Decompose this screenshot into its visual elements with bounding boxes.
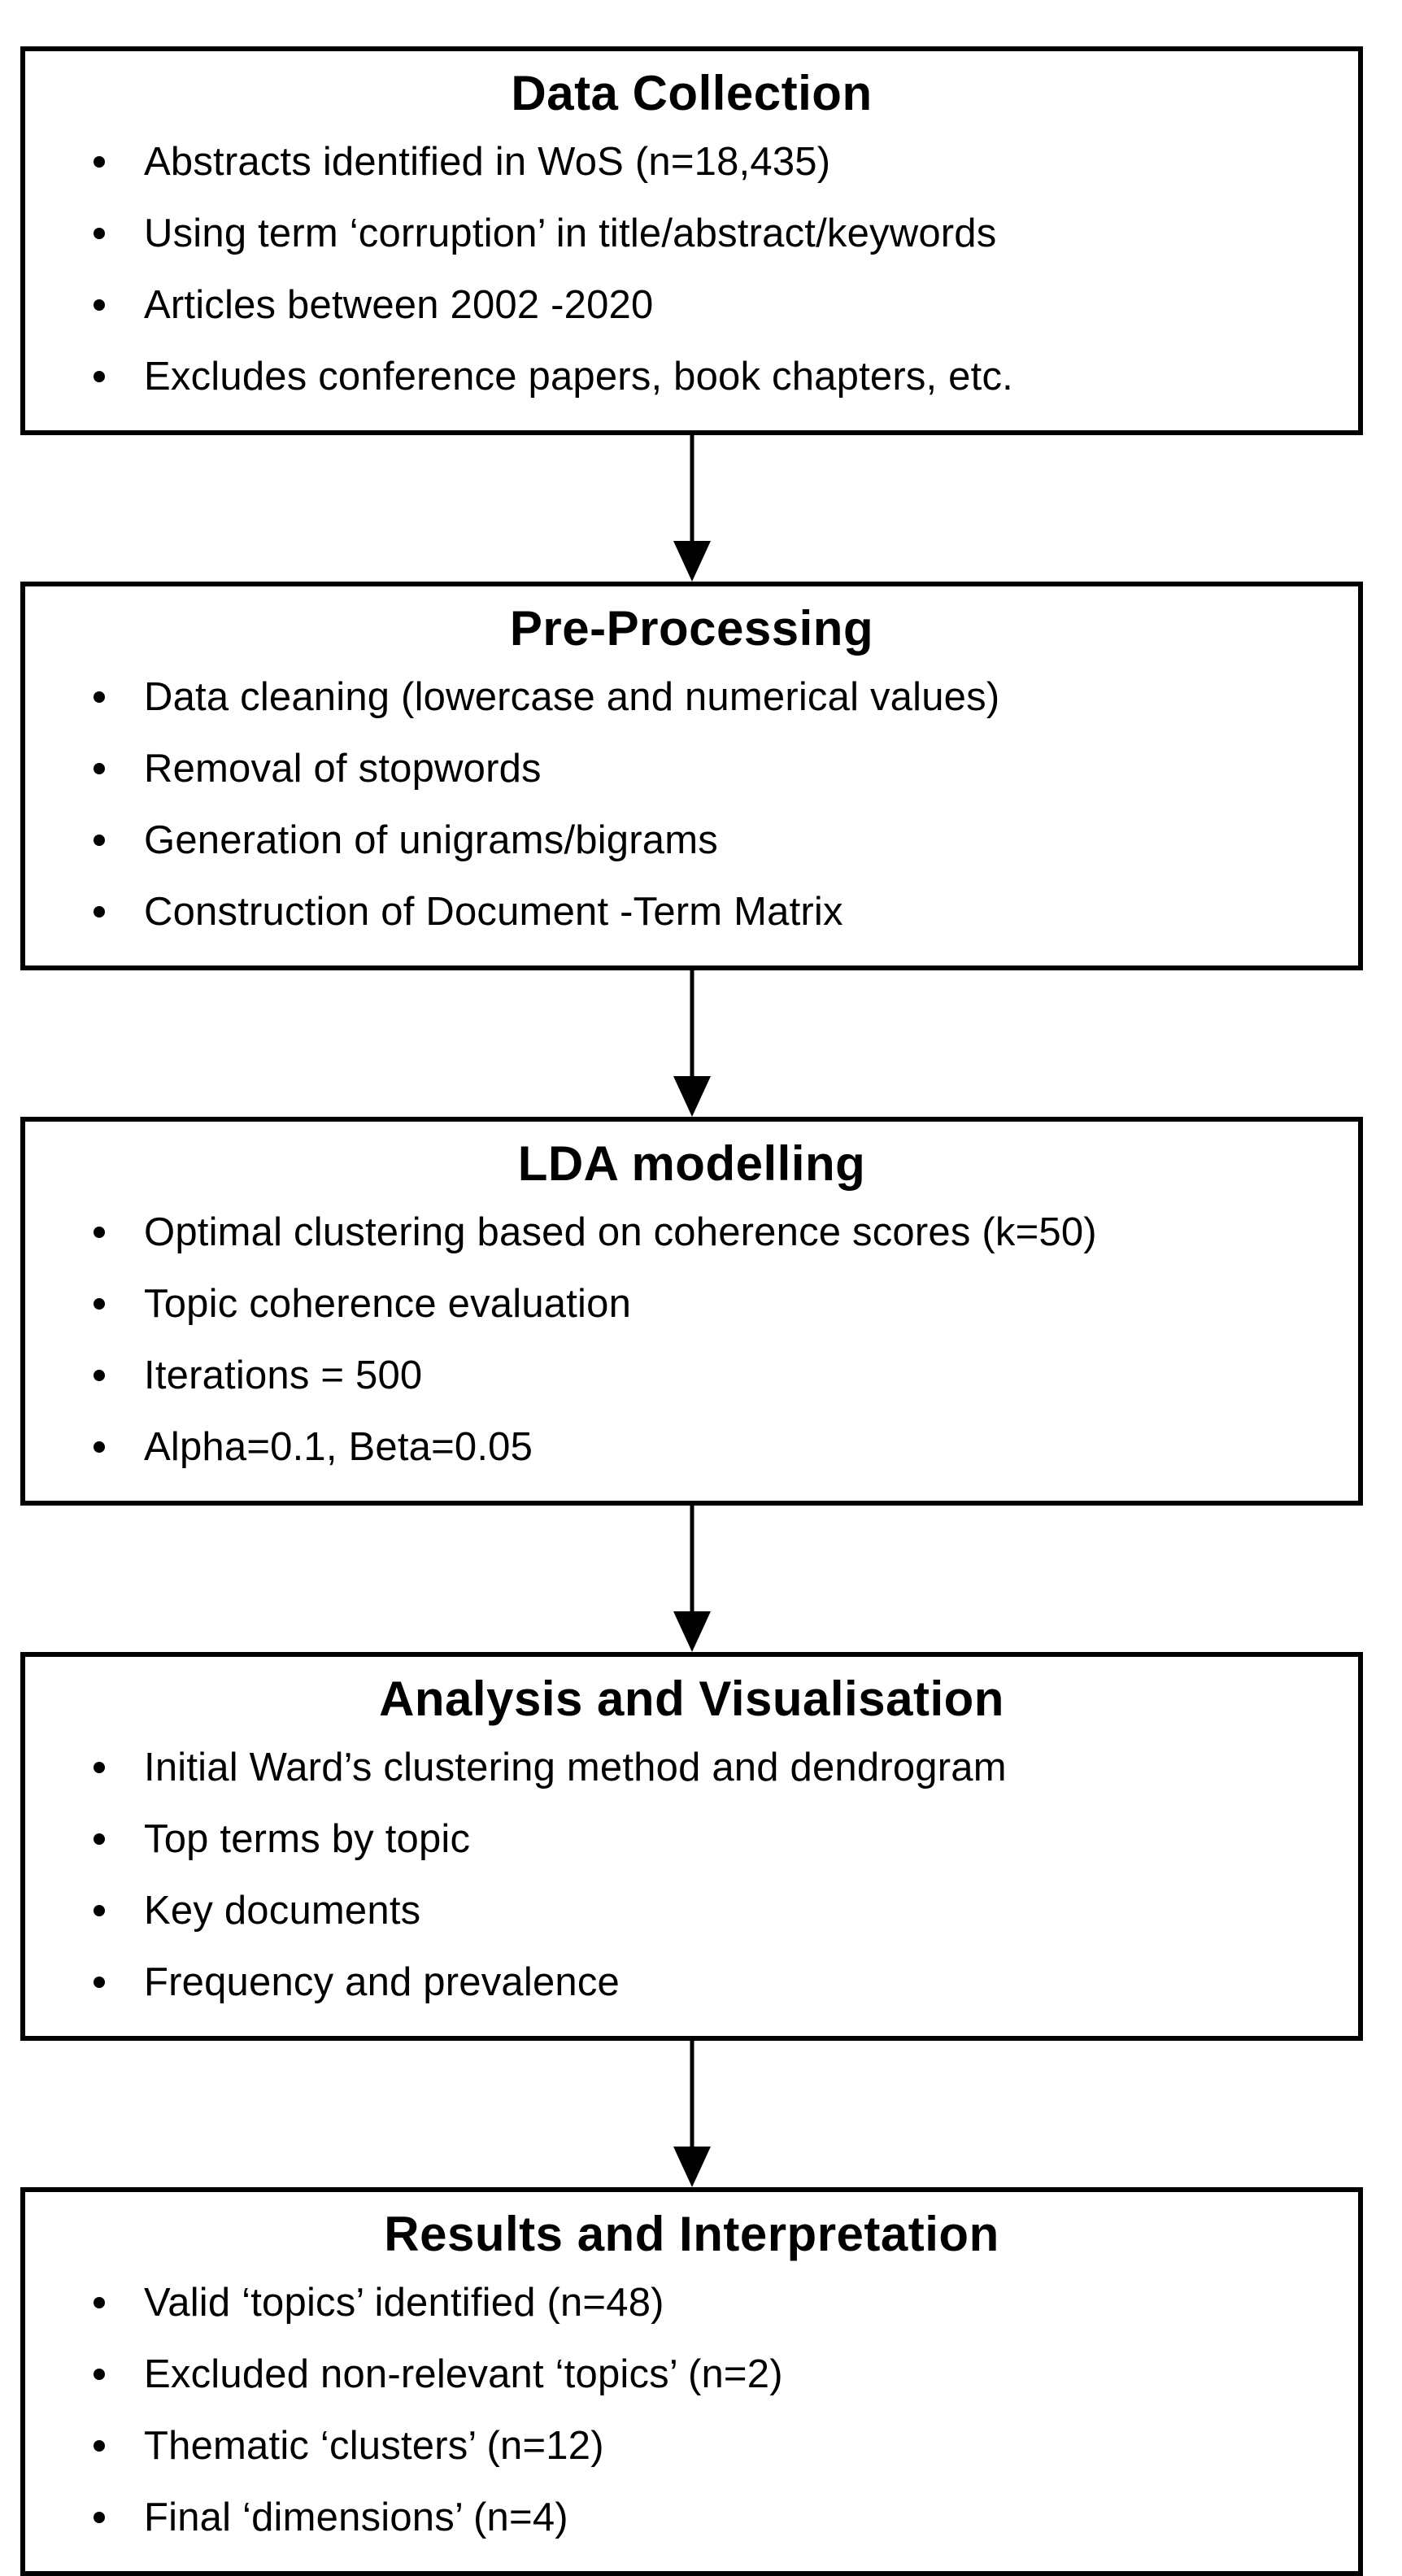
bullet-item: Construction of Document -Term Matrix (92, 889, 1334, 935)
box-title: Analysis and Visualisation (379, 1672, 1004, 1726)
box-title: LDA modelling (517, 1136, 866, 1191)
bullet-list: Optimal clustering based on coherence sc… (50, 1210, 1334, 1470)
bullet-item: Final ‘dimensions’ (n=4) (92, 2495, 1334, 2540)
arrow-down-icon (673, 541, 711, 582)
bullet-item: Valid ‘topics’ identified (n=48) (92, 2280, 1334, 2325)
process-box-2: Pre-Processing Data cleaning (lowercase … (20, 582, 1363, 970)
bullet-item: Key documents (92, 1888, 1334, 1933)
process-box-5: Results and Interpretation Valid ‘topics… (20, 2187, 1363, 2576)
bullet-item: Removal of stopwords (92, 746, 1334, 791)
process-box-3: LDA modelling Optimal clustering based o… (20, 1117, 1363, 1506)
bullet-item: Frequency and prevalence (92, 1959, 1334, 2005)
arrow-line (690, 1506, 694, 1614)
bullet-list: Initial Ward’s clustering method and den… (50, 1745, 1334, 2005)
flow-arrow-down (20, 435, 1363, 582)
bullet-item: Articles between 2002 -2020 (92, 282, 1334, 328)
arrow-down-icon (673, 2147, 711, 2187)
bullet-item: Alpha=0.1, Beta=0.05 (92, 1424, 1334, 1470)
flow-arrow-down (20, 1506, 1363, 1652)
bullet-item: Thematic ‘clusters’ (n=12) (92, 2423, 1334, 2469)
box-title: Results and Interpretation (384, 2207, 999, 2261)
bullet-list: Abstracts identified in WoS (n=18,435) Us… (50, 139, 1334, 399)
flow-arrow-down (20, 970, 1363, 1117)
bullet-item: Top terms by topic (92, 1816, 1334, 1862)
arrow-line (690, 2041, 694, 2149)
process-box-1: Data Collection Abstracts identified in … (20, 46, 1363, 435)
bullet-item: Iterations = 500 (92, 1353, 1334, 1398)
flow-arrow-down (20, 2041, 1363, 2187)
bullet-item: Initial Ward’s clustering method and den… (92, 1745, 1334, 1790)
process-box-4: Analysis and Visualisation Initial Ward’… (20, 1652, 1363, 2041)
bullet-item: Abstracts identified in WoS (n=18,435) (92, 139, 1334, 185)
box-title: Data Collection (511, 66, 873, 120)
bullet-item: Generation of unigrams/bigrams (92, 817, 1334, 863)
bullet-item: Topic coherence evaluation (92, 1281, 1334, 1327)
bullet-item: Optimal clustering based on coherence sc… (92, 1210, 1334, 1255)
bullet-item: Excludes conference papers, book chapter… (92, 354, 1334, 399)
bullet-list: Data cleaning (lowercase and numerical v… (50, 674, 1334, 935)
bullet-item: Excluded non-relevant ‘topics’ (n=2) (92, 2352, 1334, 2397)
arrow-line (690, 970, 694, 1079)
bullet-item: Data cleaning (lowercase and numerical v… (92, 674, 1334, 720)
box-title: Pre-Processing (509, 601, 874, 656)
arrow-down-icon (673, 1611, 711, 1652)
arrow-down-icon (673, 1076, 711, 1117)
arrow-line (690, 435, 694, 543)
bullet-list: Valid ‘topics’ identified (n=48) Excluded… (50, 2280, 1334, 2540)
bullet-item: Using term ‘corruption’ in title/abstrac… (92, 211, 1334, 256)
